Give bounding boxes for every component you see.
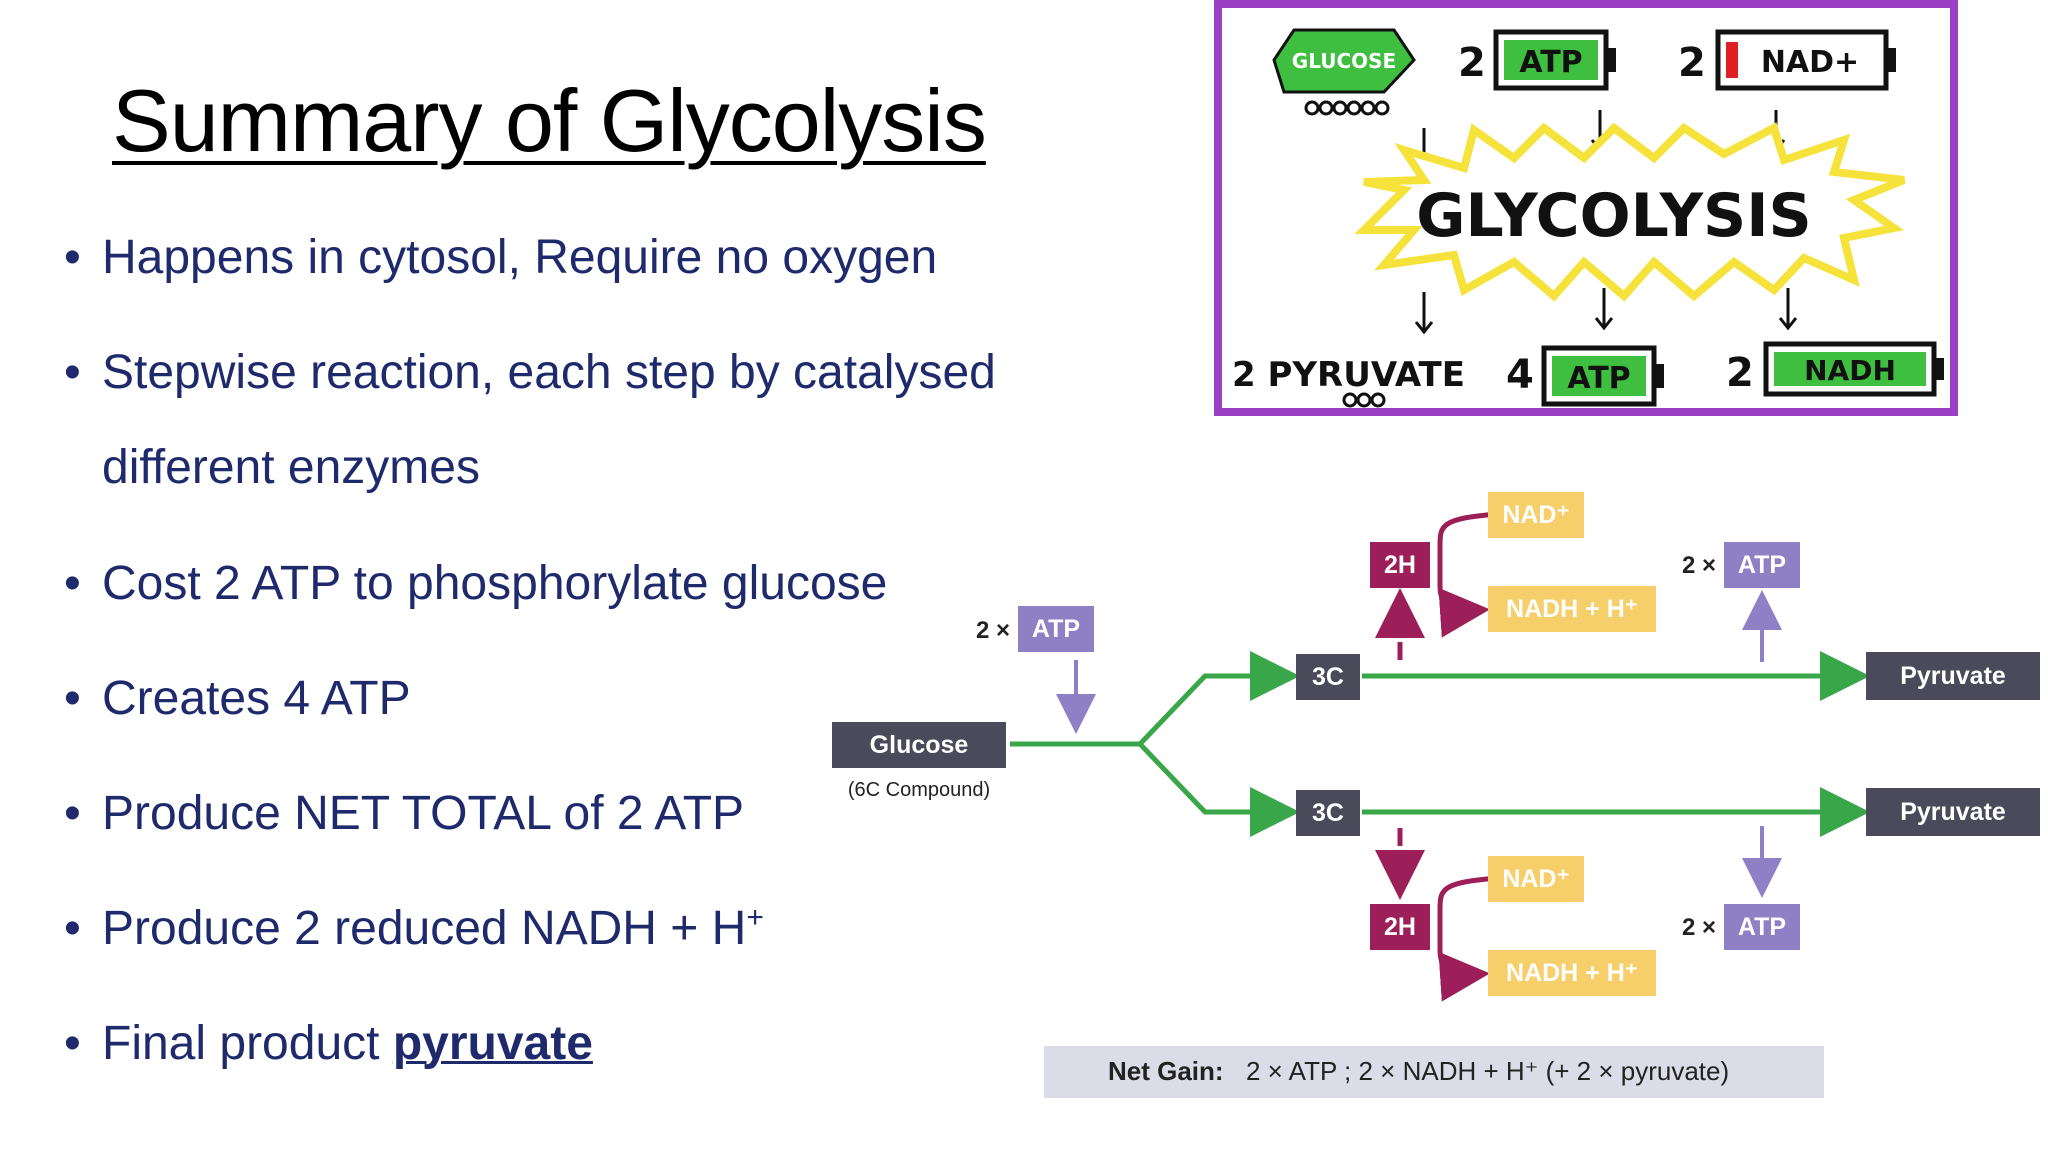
atp-out-top-prefix: 2 × xyxy=(1682,552,1716,579)
bullet-text: Produce NET TOTAL of 2 ATP xyxy=(102,787,745,840)
net-gain-bar xyxy=(1044,1046,1824,1098)
h2-bottom-box xyxy=(1370,904,1430,950)
battery-tip xyxy=(1934,358,1944,380)
atp-in-prefix: 2 × xyxy=(976,617,1010,644)
c3-bottom-label: 3C xyxy=(1312,799,1344,827)
glucose-label: GLUCOSE xyxy=(1292,49,1396,73)
nadh-top-box xyxy=(1488,586,1656,632)
bullet-dot: • xyxy=(64,557,81,610)
atp-in-label: ATP xyxy=(1032,615,1080,643)
output-nadh-label: NADH xyxy=(1804,354,1896,387)
glucose-subtitle: (6C Compound) xyxy=(848,779,990,801)
h2-bottom-label: 2H xyxy=(1384,913,1416,941)
pyruvate-top-label: Pyruvate xyxy=(1900,662,2006,690)
bullet-dot: • xyxy=(64,672,81,725)
nadh-bottom-box xyxy=(1488,950,1656,996)
glycolysis-center-label: GLYCOLYSIS xyxy=(1416,181,1812,251)
nad-bottom-curve xyxy=(1437,875,1501,1002)
pyruvate-top-box xyxy=(1866,652,2040,700)
h2-top-box xyxy=(1370,542,1430,588)
carbon-chain xyxy=(1304,100,1390,116)
output-pyruvate-label: 2 PYRUVATE xyxy=(1232,355,1465,395)
bullet-dot: • xyxy=(64,231,81,284)
output-nadh-fill xyxy=(1774,352,1926,386)
c3-top-label: 3C xyxy=(1312,663,1344,691)
nad-empty-indicator xyxy=(1726,42,1738,78)
nadh-top-label: NADH + H⁺ xyxy=(1506,595,1638,623)
bullet-text: Happens in cytosol, Require no oxygen xyxy=(102,231,938,284)
atp-out-top-label: ATP xyxy=(1738,551,1786,579)
glucose-hexagon xyxy=(1272,28,1416,94)
bullet-dot: • xyxy=(64,346,81,399)
nad-top-curve xyxy=(1437,511,1501,638)
atp-out-bottom-label: ATP xyxy=(1738,913,1786,941)
nad-top-label: NAD⁺ xyxy=(1502,501,1569,529)
input-nad-label: NAD+ xyxy=(1761,45,1859,80)
input-nad-count: 2 xyxy=(1678,40,1706,86)
main-pathway xyxy=(1010,651,1870,837)
bullet-dot: • xyxy=(64,902,81,955)
page-title: Summary of Glycolysis xyxy=(112,71,987,170)
nad-bottom-box xyxy=(1488,856,1584,902)
pyruvate-emphasis: pyruvate xyxy=(392,1017,593,1070)
c3-bottom-box xyxy=(1296,790,1360,836)
atp-out-bottom-box xyxy=(1724,904,1800,950)
superscript-plus: + xyxy=(746,901,764,934)
glycolysis-starburst xyxy=(1354,122,1906,302)
c3-top-box xyxy=(1296,654,1360,700)
pyruvate-carbon-chain xyxy=(1342,392,1386,408)
atp-out-bottom-prefix: 2 × xyxy=(1682,914,1716,941)
atp-in-box xyxy=(1018,606,1094,652)
nad-bottom-label: NAD⁺ xyxy=(1502,865,1569,893)
final-product-text: Final product xyxy=(102,1017,393,1070)
glycolysis-flow-diagram: Glucose (6C Compound) 2 × ATP 3C 3C 2H N… xyxy=(832,492,2040,1098)
battery-tip xyxy=(1606,48,1616,72)
bullet-text: different enzymes xyxy=(102,441,480,494)
bullet-dot: • xyxy=(64,1017,81,1070)
nadh-bottom-label: NADH + H⁺ xyxy=(1506,959,1638,987)
output-arrows xyxy=(1414,288,1798,335)
output-atp-fill xyxy=(1552,356,1646,396)
bullet-text: Creates 4 ATP xyxy=(102,672,411,725)
glucose-box xyxy=(832,722,1006,768)
bullet-text: Final product pyruvate xyxy=(102,1016,593,1071)
nad-top-box xyxy=(1488,492,1584,538)
output-nadh-count: 2 xyxy=(1726,350,1754,396)
battery-tip xyxy=(1886,48,1896,72)
net-gain-text: 2 × ATP ; 2 × NADH + H⁺ (+ 2 × pyruvate) xyxy=(1246,1056,1729,1086)
h2-top-label: 2H xyxy=(1384,551,1416,579)
nadh-text: Produce 2 reduced NADH + H xyxy=(102,902,747,955)
battery-tip xyxy=(1654,364,1664,388)
bullet-text: Stepwise reaction, each step by catalyse… xyxy=(102,346,996,399)
pyruvate-bottom-box xyxy=(1866,788,2040,836)
input-atp-count: 2 xyxy=(1458,40,1486,86)
glucose-label: Glucose xyxy=(870,731,969,759)
output-atp-count: 4 xyxy=(1506,352,1534,398)
bullet-dot: • xyxy=(64,787,81,840)
pyruvate-bottom-label: Pyruvate xyxy=(1900,798,2006,826)
bullet-text: Produce 2 reduced NADH + H+ xyxy=(102,901,764,956)
input-atp-fill xyxy=(1504,40,1598,80)
output-atp-label: ATP xyxy=(1567,361,1630,396)
input-nad-battery xyxy=(1715,29,1889,91)
bullet-text: Cost 2 ATP to phosphorylate glucose xyxy=(102,557,888,610)
input-atp-label: ATP xyxy=(1519,45,1582,80)
atp-out-top-box xyxy=(1724,542,1800,588)
net-gain-label: Net Gain: xyxy=(1108,1056,1224,1086)
glycolysis-cartoon: GLUCOSE 2 ATP 2 NAD+ GLYCOLYSIS 2 PYRUVA… xyxy=(1214,0,1958,416)
